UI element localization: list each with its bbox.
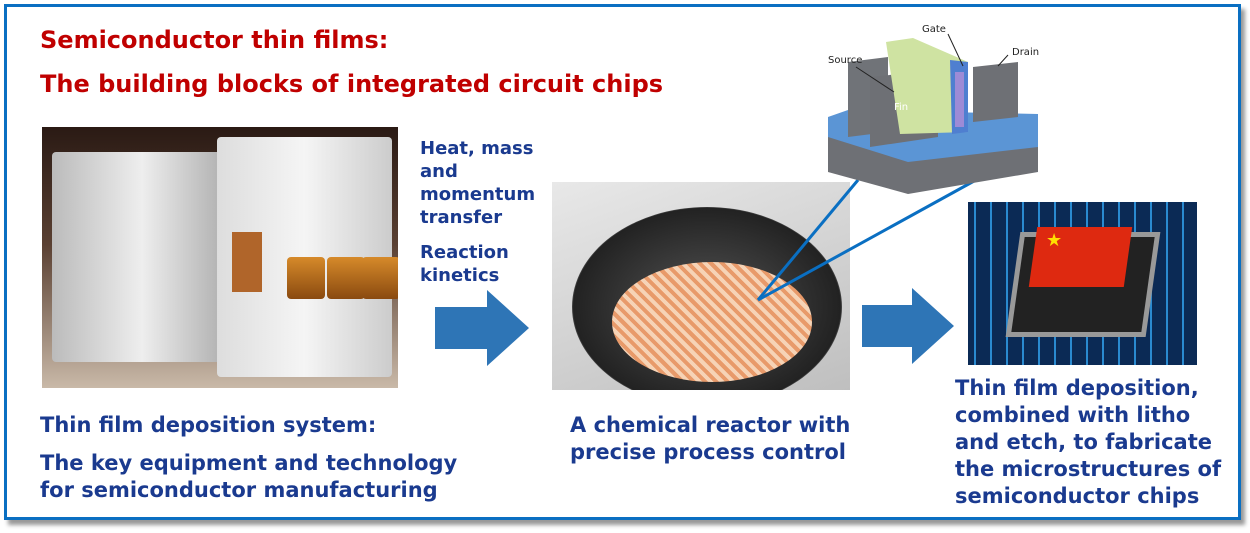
process-text-kinetics: kinetics <box>420 265 500 286</box>
caption-left-3: for semiconductor manufacturing <box>40 478 438 502</box>
caption-left-2: The key equipment and technology <box>40 451 458 475</box>
finfet-label-source: Source <box>828 55 863 66</box>
title-line-2: The building blocks of integrated circui… <box>40 70 664 98</box>
title-line-1: Semiconductor thin films: <box>40 26 389 54</box>
chip-flag-photo: ★ <box>968 202 1197 365</box>
finfet-diagram: Source Gate Drain Fin <box>828 22 1040 194</box>
caption-right-1: Thin film deposition, <box>955 376 1199 400</box>
arrow-right-icon <box>435 290 529 366</box>
arrow-right-icon <box>862 288 954 364</box>
process-text-reaction: Reaction <box>420 242 509 263</box>
deposition-system-photo <box>42 127 398 388</box>
caption-right-4: the microstructures of <box>955 457 1222 481</box>
caption-left-1: Thin film deposition system: <box>40 413 377 437</box>
caption-right-3: and etch, to fabricate <box>955 430 1213 454</box>
reactor-wafer-photo <box>552 182 850 390</box>
caption-right-2: combined with litho <box>955 403 1191 427</box>
process-text-heat: Heat, mass <box>420 138 534 159</box>
finfet-label-gate: Gate <box>922 24 946 35</box>
caption-right-5: semiconductor chips <box>955 484 1200 508</box>
process-text-momentum: momentum <box>420 184 536 205</box>
caption-middle-2: precise process control <box>570 440 846 464</box>
caption-middle-1: A chemical reactor with <box>570 413 851 437</box>
finfet-label-drain: Drain <box>1012 47 1040 58</box>
star-icon: ★ <box>1046 230 1063 251</box>
process-text-transfer: transfer <box>420 207 503 228</box>
process-text-and: and <box>420 161 458 182</box>
finfet-label-fin: Fin <box>894 102 909 113</box>
